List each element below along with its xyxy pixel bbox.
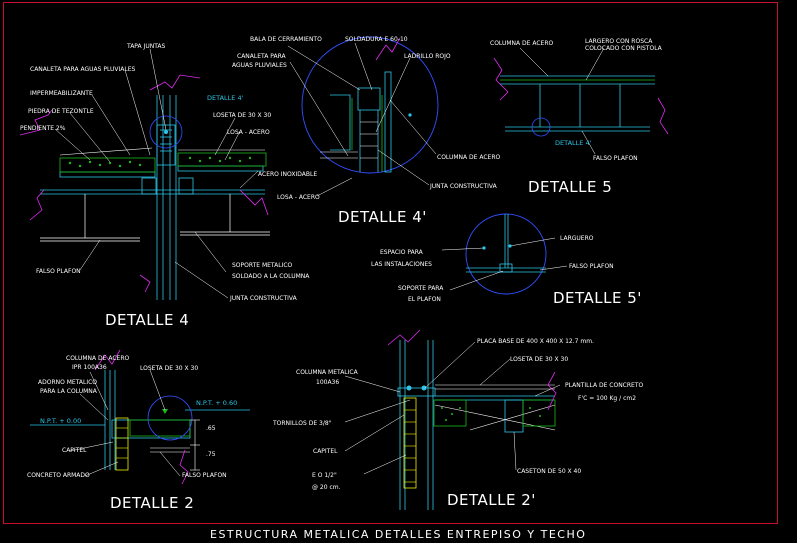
slab-left bbox=[59, 157, 156, 173]
label-larguero-2: COLOCADO CON PISTOLA bbox=[585, 45, 663, 52]
title-detalle-2: DETALLE 2 bbox=[110, 494, 194, 512]
title-detalle-5: DETALLE 5 bbox=[528, 178, 612, 196]
label-larguero: LARGUERO bbox=[560, 235, 594, 242]
label-falso-plafon: FALSO PLAFON bbox=[569, 263, 614, 270]
label-plantilla: PLANTILLA DE CONCRETO bbox=[565, 382, 643, 389]
label-larguero-1: LARGERO CON ROSCA bbox=[585, 38, 653, 45]
label-adorno-2: PARA LA COLUMNA bbox=[40, 388, 98, 395]
label-soporte-1: SOPORTE METALICO bbox=[232, 262, 293, 269]
label-columna-1: COLUMNA DE ACERO bbox=[66, 355, 129, 362]
label-impermeabilizante: IMPERMEABILIZANTE bbox=[30, 90, 93, 97]
detalle-4-prime: BALA DE CERRAMIENTO SOLDADURA E 60-10 CA… bbox=[232, 36, 500, 226]
label-capitel: CAPITEL bbox=[62, 447, 87, 454]
detalle-2: COLUMNA DE ACERO IPR 100A36 LOSETA DE 30… bbox=[27, 349, 250, 512]
label-columna-acero: COLUMNA DE ACERO bbox=[490, 40, 553, 47]
label-fc: F'C = 100 Kg / cm2 bbox=[578, 395, 636, 402]
label-tapa-juntas: TAPA JUNTAS bbox=[126, 43, 166, 50]
detalle-4: TAPA JUNTAS CANALETA PARA AGUAS PLUVIALE… bbox=[19, 43, 317, 329]
slab-right bbox=[177, 152, 267, 167]
label-losa-acero: LOSA - ACERO bbox=[277, 194, 320, 201]
detail-4p-circle bbox=[301, 36, 439, 174]
label-falso-plafon: FALSO PLAFON bbox=[593, 155, 638, 162]
label-detalle-ref: DETALLE 4' bbox=[555, 139, 592, 147]
label-caseton: CASETON DE 50 X 40 bbox=[517, 468, 581, 475]
label-canaleta: CANALETA PARA AGUAS PLUVIALES bbox=[30, 66, 136, 73]
label-columna-2: IPR 100A36 bbox=[72, 364, 107, 371]
label-loseta: LOSETA DE 30 X 30 bbox=[213, 112, 271, 119]
label-estribos-2: @ 20 cm. bbox=[312, 484, 341, 491]
label-soporte-2: EL PLAFON bbox=[408, 296, 441, 303]
label-espacio-2: LAS INSTALACIONES bbox=[371, 261, 432, 268]
title-detalle-2-prime: DETALLE 2' bbox=[447, 491, 536, 509]
title-detalle-4: DETALLE 4 bbox=[105, 311, 189, 329]
label-npt-left: N.P.T. + 0.00 bbox=[40, 417, 81, 425]
label-placa: PLACA BASE DE 400 X 400 X 12.7 mm. bbox=[477, 338, 594, 345]
label-acero-inoxidable: ACERO INOXIDABLE bbox=[258, 171, 317, 178]
label-columna-1: COLUMNA METALICA bbox=[296, 369, 359, 376]
title-detalle-5-prime: DETALLE 5' bbox=[553, 289, 642, 307]
label-ladrillo: LADRILLO ROJO bbox=[404, 53, 451, 60]
label-columna-2: 100A36 bbox=[316, 379, 339, 386]
label-loseta: LOSETA DE 30 X 30 bbox=[140, 365, 198, 372]
label-falso-plafon: FALSO PLAFON bbox=[182, 472, 227, 479]
label-canaleta-2: AGUAS PLUVIALES bbox=[232, 62, 287, 69]
label-piedra: PIEDRA DE TEZONTLE bbox=[28, 108, 94, 115]
label-soldadura: SOLDADURA E 60-10 bbox=[345, 36, 408, 43]
label-concreto: CONCRETO ARMADO bbox=[27, 472, 90, 479]
label-npt-right: N.P.T. + 0.60 bbox=[196, 399, 237, 407]
label-dim-2: .75 bbox=[206, 451, 216, 458]
label-dim-1: .65 bbox=[206, 425, 216, 432]
label-junta: JUNTA CONSTRUCTIVA bbox=[429, 183, 498, 190]
detail-callout-circle bbox=[149, 115, 183, 149]
label-soporte-1: SOPORTE PARA bbox=[398, 285, 444, 292]
label-junta: JUNTA CONSTRUCTIVA bbox=[229, 295, 298, 302]
label-bala: BALA DE CERRAMIENTO bbox=[250, 36, 322, 43]
label-espacio-1: ESPACIO PARA bbox=[380, 249, 424, 256]
label-capitel: CAPITEL bbox=[313, 448, 338, 455]
label-detalle-4-ref: DETALLE 4' bbox=[207, 94, 244, 102]
label-loseta: LOSETA DE 30 X 30 bbox=[510, 356, 568, 363]
label-estribos-1: E O 1/2" bbox=[312, 472, 337, 479]
label-falso-plafon: FALSO PLAFON bbox=[36, 268, 81, 275]
label-pendiente: PENDIENTE 2% bbox=[20, 125, 66, 132]
sheet-border bbox=[3, 2, 778, 524]
sheet-title: ESTRUCTURA METALICA DETALLES ENTREPISO Y… bbox=[210, 528, 586, 541]
label-columna-acero: COLUMNA DE ACERO bbox=[437, 154, 500, 161]
detalle-5: COLUMNA DE ACERO LARGERO CON ROSCA COLOC… bbox=[490, 38, 669, 196]
detalle-5-prime: ESPACIO PARA LAS INSTALACIONES LARGUERO … bbox=[371, 213, 642, 307]
detalle-2-prime: PLACA BASE DE 400 X 400 X 12.7 mm. LOSET… bbox=[272, 329, 643, 510]
label-adorno-1: ADORNO METALICO bbox=[38, 379, 97, 386]
label-canaleta-1: CANALETA PARA bbox=[237, 53, 286, 60]
title-detalle-4-prime: DETALLE 4' bbox=[338, 208, 427, 226]
label-losa-acero: LOSA - ACERO bbox=[227, 129, 270, 136]
label-soporte-2: SOLDADO A LA COLUMNA bbox=[232, 273, 310, 280]
label-tornillos: TORNILLOS DE 3/8" bbox=[272, 420, 332, 427]
